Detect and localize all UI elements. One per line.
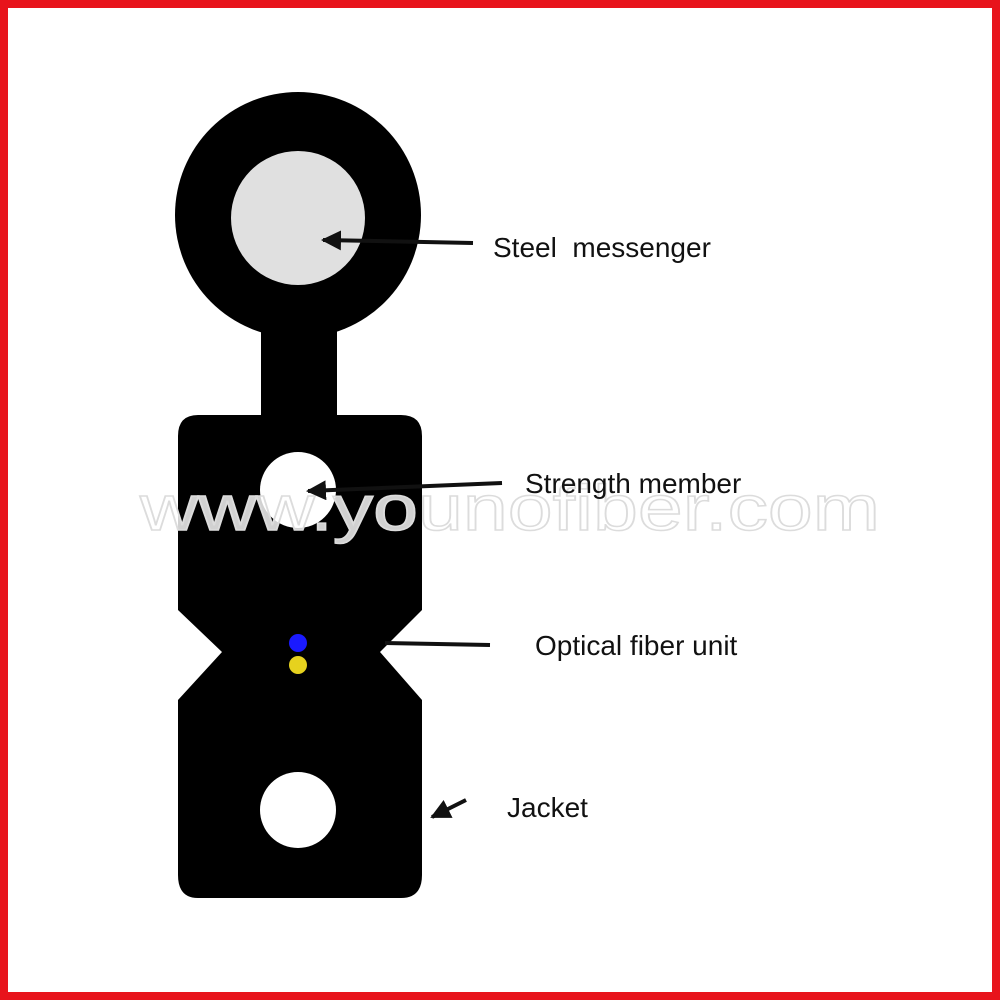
steel-messenger-core [231,151,365,285]
steel-messenger-label: Steel messenger [493,232,711,263]
jacket-arrow [430,798,467,819]
optical-fiber-unit-label: Optical fiber unit [535,630,738,661]
strength-member-upper [260,452,336,528]
strength-member-arrow [306,480,503,501]
strength-member-label: Strength member [525,468,741,499]
optical-fiber-blue [289,634,307,652]
steel-messenger-arrow [321,230,474,251]
cable-neck [261,320,337,430]
optical-fiber-yellow [289,656,307,674]
watermark-text: www.younofiber.com [139,472,880,544]
jacket-label: Jacket [507,792,588,823]
optical-fiber-unit-line [384,641,491,647]
cable-cross-section [175,92,422,898]
strength-member-lower [260,772,336,848]
